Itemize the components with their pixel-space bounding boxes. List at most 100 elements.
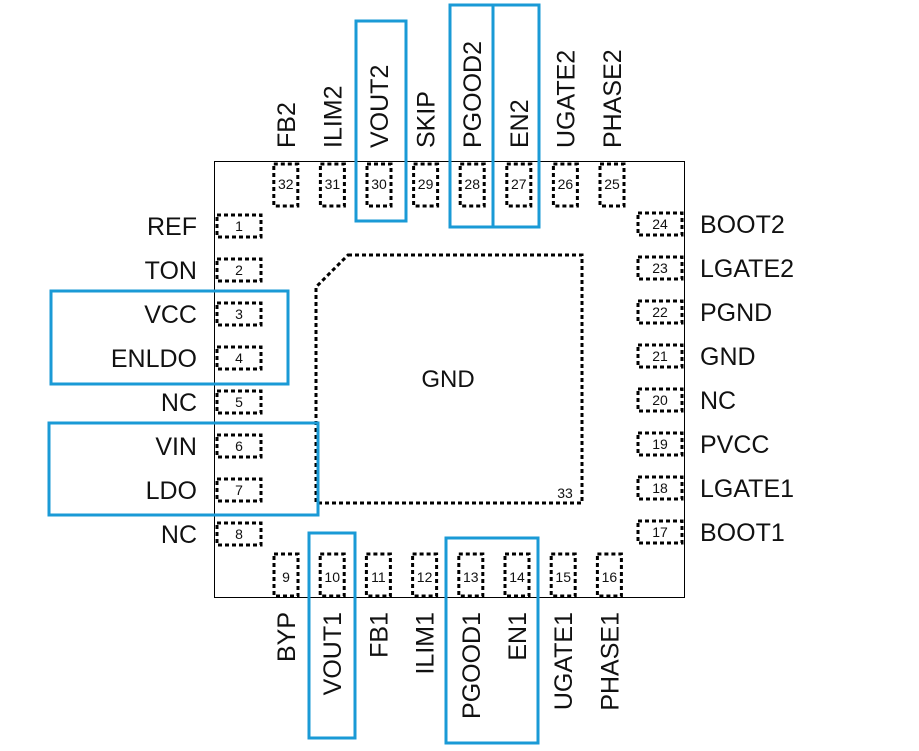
pin-label: BOOT1 — [700, 519, 785, 547]
pin-label: VIN — [155, 433, 197, 461]
pin-label: PVCC — [700, 431, 769, 459]
highlight-vcc-enldo — [49, 289, 290, 386]
pin-label: PGOOD2 — [459, 41, 487, 148]
pin-26-ugate2: 26 UGATE2 — [551, 50, 580, 208]
pin-18-lgate1: 18 LGATE1 — [636, 475, 794, 503]
pin-number: 17 — [652, 524, 668, 540]
pin-number: 16 — [602, 569, 618, 585]
pin-number: 20 — [652, 392, 668, 408]
pin-label: ILIM1 — [412, 612, 440, 675]
pin-pad — [215, 257, 263, 283]
pin-25-phase2: 25 PHASE2 — [598, 49, 627, 208]
pin-number: 26 — [558, 176, 574, 192]
pin-pad — [636, 519, 684, 545]
pin-number: 7 — [235, 482, 243, 498]
pin-number: 13 — [463, 569, 479, 585]
pin-number: 5 — [235, 394, 243, 410]
pin-label: BOOT2 — [700, 211, 785, 239]
pin-number: 32 — [278, 176, 294, 192]
pin-label: NC — [161, 389, 197, 417]
pin-label: EN1 — [504, 612, 532, 661]
pin-number: 27 — [511, 176, 527, 192]
pin-number: 22 — [652, 304, 668, 320]
pin-label: ILIM2 — [319, 85, 347, 148]
pin-pad — [215, 345, 263, 371]
pin-pad — [365, 162, 393, 208]
pin-label: UGATE2 — [552, 50, 580, 148]
pin-number: 6 — [235, 438, 243, 454]
pin-number: 14 — [509, 569, 525, 585]
pin-label: LGATE2 — [700, 255, 794, 283]
pin-pad — [636, 475, 684, 501]
pin-label: LGATE1 — [700, 475, 794, 503]
pin-label: NC — [700, 387, 736, 415]
pin-pad — [636, 431, 684, 457]
highlight-layer — [47, 3, 541, 745]
pin-8-nc: 8NC — [161, 521, 263, 549]
pin-label: LDO — [146, 477, 197, 505]
pin-30-vout2: 30 VOUT2 — [365, 65, 394, 208]
pin-label: FB1 — [365, 612, 393, 658]
pin-label: PHASE1 — [596, 612, 624, 711]
pin-label: UGATE1 — [550, 612, 578, 710]
pin-label: REF — [147, 213, 197, 241]
pin-label: PGOOD1 — [458, 612, 486, 719]
highlight-pgood1-en1 — [444, 536, 540, 745]
pin-pad — [215, 477, 263, 503]
pin-number: 4 — [235, 350, 243, 366]
pin-pad — [636, 299, 684, 325]
pin-number: 29 — [418, 176, 434, 192]
highlight-vout1 — [307, 531, 357, 740]
pin-pad — [215, 213, 263, 239]
pin-number: 18 — [652, 480, 668, 496]
pin-6-vin: 6 VIN — [155, 433, 263, 461]
pin-label: NC — [161, 521, 197, 549]
pin-pad — [215, 433, 263, 459]
pin-pad — [411, 552, 439, 598]
pin-pad — [272, 162, 300, 208]
pin-pad — [215, 389, 263, 415]
pin-pad — [503, 552, 531, 598]
pin-pad — [595, 552, 623, 598]
pin-label: VOUT2 — [366, 65, 394, 148]
pin-pad — [636, 211, 684, 237]
pin-pad — [318, 552, 346, 598]
pin-pad — [458, 162, 486, 208]
pin-number: 30 — [371, 176, 387, 192]
pin-pad — [215, 521, 263, 547]
highlight-en2 — [491, 3, 541, 229]
pin-label: TON — [145, 257, 197, 285]
pin-pad — [551, 162, 579, 208]
pin-number: 19 — [652, 436, 668, 452]
pin-label: VCC — [144, 301, 197, 329]
pin-label: VOUT1 — [319, 612, 347, 695]
highlight-vin-ldo — [47, 421, 320, 517]
pin-5-nc: 5 NC — [161, 389, 263, 417]
pin-number: 25 — [604, 176, 620, 192]
pin-17-boot1: 17 BOOT1 — [636, 519, 785, 547]
pin-19-pvcc: 19 PVCC — [636, 431, 769, 459]
pin-pad — [412, 162, 440, 208]
pin-pad — [364, 552, 392, 598]
pin-23-lgate2: 23 LGATE2 — [636, 255, 794, 283]
pin-label: PHASE2 — [599, 49, 627, 148]
pin-pad — [272, 552, 300, 598]
pin-pad — [215, 301, 263, 327]
pin-label: BYP — [273, 612, 301, 662]
pin-number: 23 — [652, 260, 668, 276]
